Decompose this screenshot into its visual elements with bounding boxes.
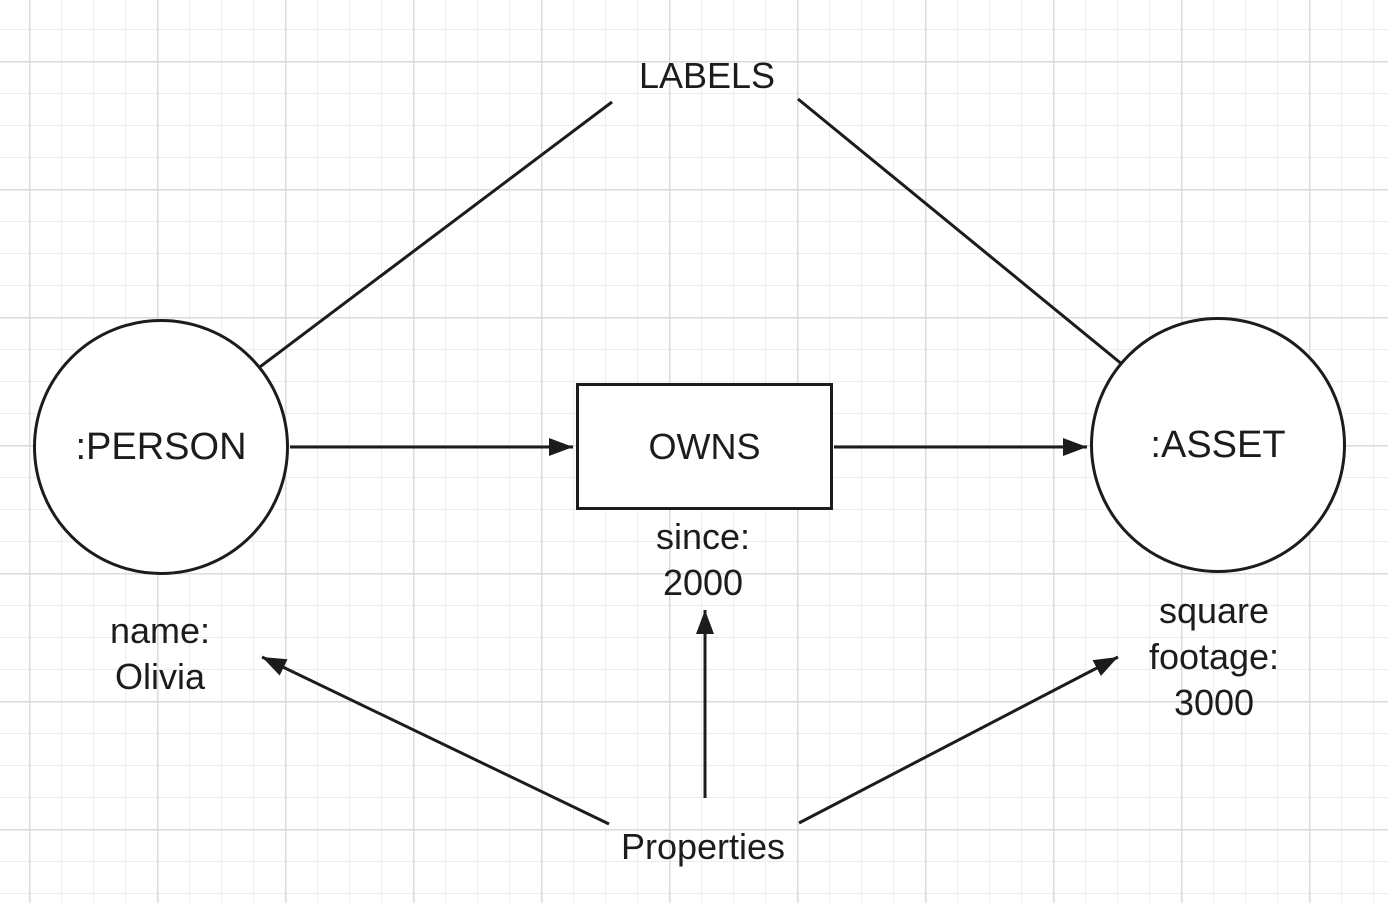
labels-title[interactable]: LABELS — [638, 55, 776, 96]
properties-title[interactable]: Properties — [620, 826, 786, 867]
edge-properties-to-name[interactable] — [261, 655, 610, 826]
property-relationship-since[interactable]: since: 2000 — [655, 516, 751, 604]
property-person-name[interactable]: name: Olivia — [109, 610, 211, 698]
node-person[interactable]: :PERSON — [33, 319, 289, 575]
edge-labels-to-person[interactable] — [199, 100, 613, 414]
node-asset[interactable]: :ASSET — [1090, 317, 1346, 573]
edge-labels-to-asset[interactable] — [797, 97, 1179, 412]
relationship-owns-label: OWNS — [648, 425, 761, 467]
edge-properties-to-squarefootage[interactable] — [798, 655, 1119, 825]
node-person-label: :PERSON — [75, 425, 247, 468]
node-asset-label: :ASSET — [1150, 423, 1286, 466]
property-asset-squarefootage[interactable]: square footage: 3000 — [1148, 590, 1280, 724]
relationship-owns[interactable]: OWNS — [576, 383, 833, 510]
